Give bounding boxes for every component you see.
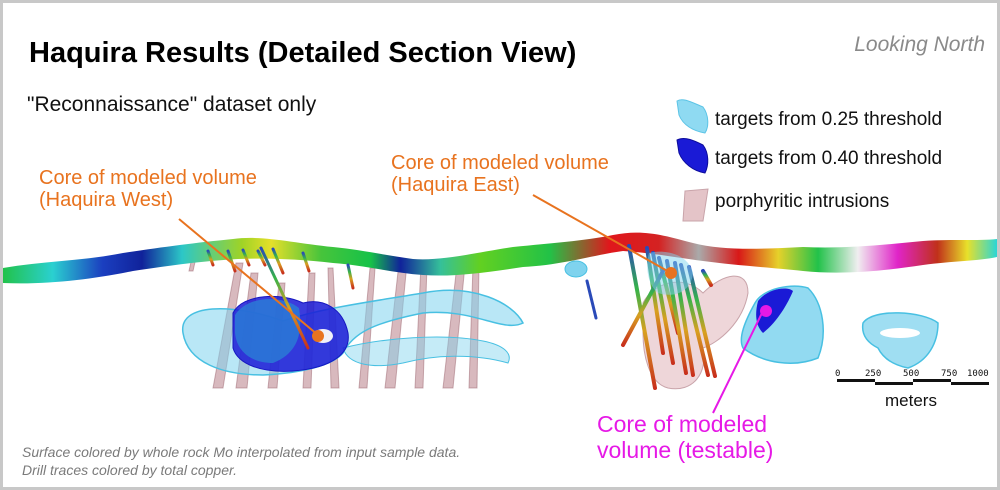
scale-tick: 500 [903, 369, 920, 379]
callout-testable-leader [712, 310, 764, 414]
callout-line: Core of modeled volume [39, 167, 257, 189]
legend-label: targets from 0.25 threshold [715, 109, 943, 130]
callout-line: (Haquira East) [391, 174, 520, 196]
callout-line: volume (testable) [597, 437, 774, 463]
scale-unit-label: meters [885, 391, 937, 410]
callout-line: Core of modeled [597, 411, 768, 437]
scale-bar [837, 379, 989, 385]
callout-west-leader [178, 218, 319, 336]
intrusion-pillar [442, 264, 466, 389]
drill-traces-west [206, 246, 355, 350]
intrusion-pillar [468, 264, 480, 389]
section-view-scene [3, 99, 997, 414]
callout-haquira-east: Core of modeled volume (Haquira East) [391, 152, 609, 196]
callout-east-leader [532, 194, 672, 274]
light-blue-volume-icon [676, 99, 709, 134]
legend-label: targets from 0.40 threshold [715, 148, 943, 169]
legend-item-porphyritic-intrusions: porphyritic intrusions [673, 191, 889, 213]
callout-testable: Core of modeled volume (testable) [597, 411, 773, 463]
legend-label: porphyritic intrusions [715, 191, 890, 212]
intrusion-pillar [384, 262, 408, 389]
dataset-subtitle: "Reconnaissance" dataset only [27, 93, 317, 116]
footnote-line: Drill traces colored by total copper. [22, 462, 238, 478]
legend-item-025-threshold: targets from 0.25 threshold [673, 109, 942, 131]
scale-tick: 1000 [967, 369, 989, 379]
footnote-line: Surface colored by whole rock Mo interpo… [22, 444, 461, 460]
target-volume-025-small [564, 260, 588, 278]
page-title: Haquira Results (Detailed Section View) [29, 37, 577, 69]
topographic-surface [3, 232, 997, 284]
target-volume-040-west [232, 295, 349, 372]
callout-east-marker [665, 267, 677, 279]
target-volume-east-body [740, 285, 824, 364]
callout-west-marker [312, 330, 324, 342]
scale-tick: 750 [941, 369, 958, 379]
callout-haquira-west: Core of modeled volume (Haquira West) [39, 167, 257, 211]
footnote: Surface colored by whole rock Mo interpo… [22, 443, 460, 479]
scale-tick: 250 [865, 369, 882, 379]
drill-trace [585, 279, 598, 320]
pink-intrusion-icon [682, 188, 709, 222]
callout-line: Core of modeled volume [391, 152, 609, 174]
callout-line: (Haquira West) [39, 189, 174, 211]
intrusion-pillar [414, 264, 428, 389]
target-volume-025-far-east [861, 312, 939, 369]
dark-blue-volume-icon [676, 138, 709, 174]
callout-testable-marker [760, 305, 772, 317]
scale-tick: 0 [835, 369, 841, 379]
view-direction-label: Looking North [854, 33, 985, 56]
legend-item-040-threshold: targets from 0.40 threshold [673, 148, 942, 170]
